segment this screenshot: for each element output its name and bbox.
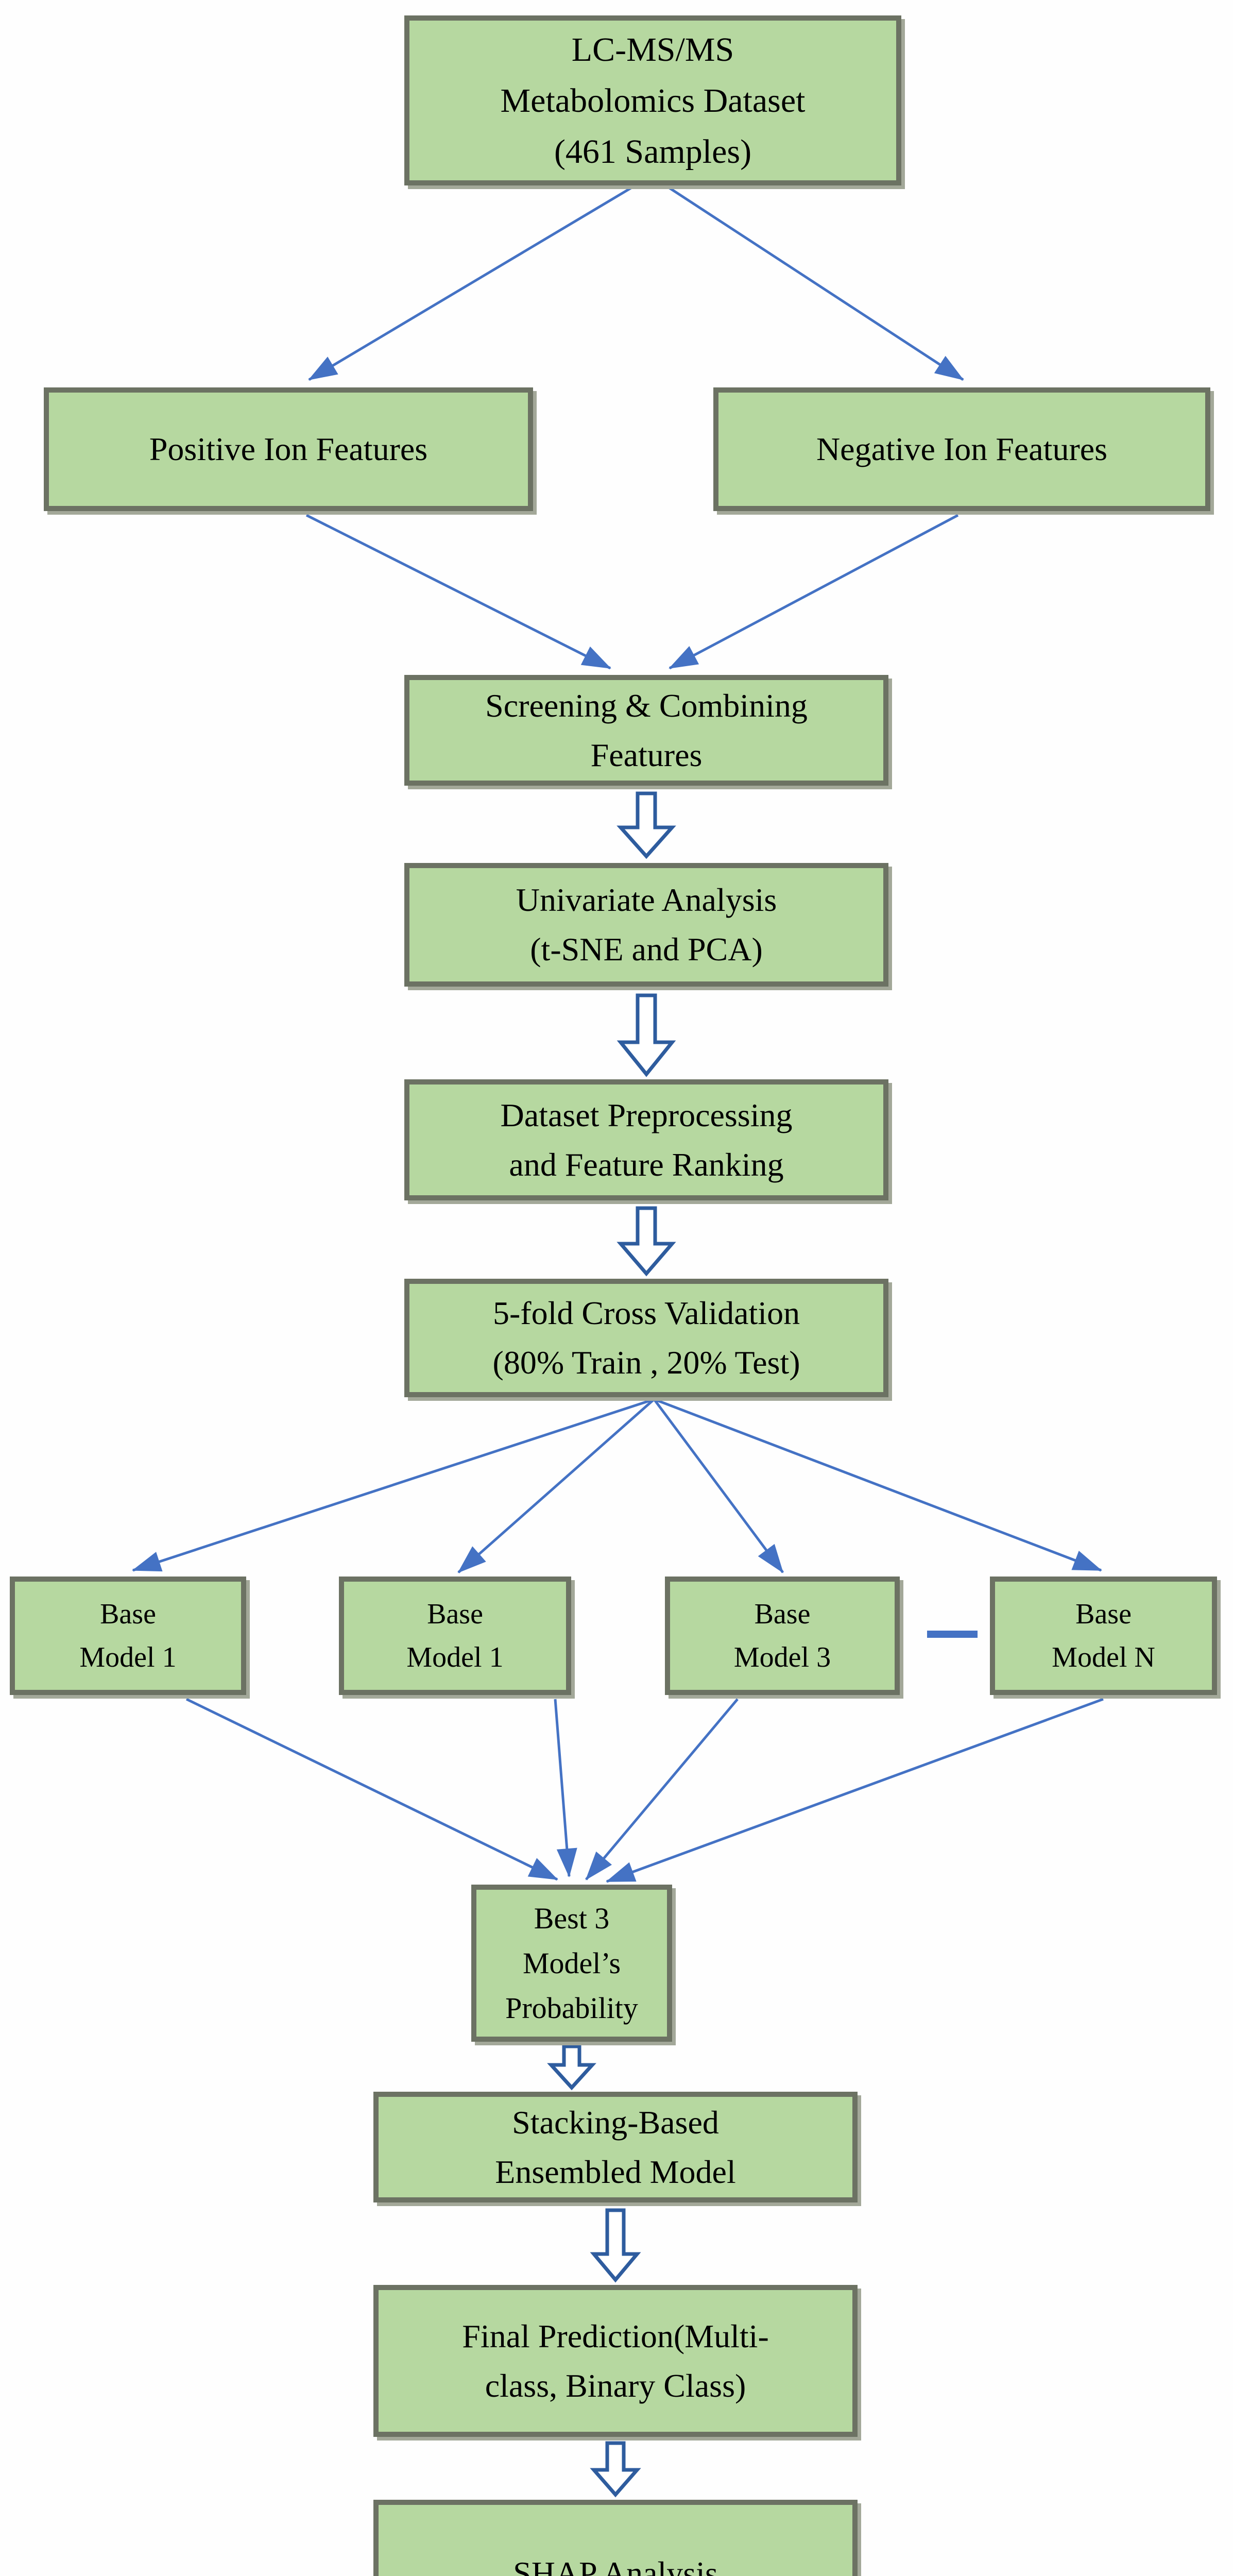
- node-negative-ion-features: Negative Ion Features: [713, 387, 1210, 511]
- edge-cv-to-basen: [654, 1398, 1102, 1572]
- node-final-prediction: Final Prediction(Multi- class, Binary Cl…: [373, 2285, 858, 2437]
- edge-base1-to-best3: [185, 1698, 558, 1881]
- edge-dataset-to-positive: [308, 187, 632, 381]
- node-best3-models-probability: Best 3 Model’s Probability: [471, 1885, 672, 2042]
- node-base-model-n: Base Model N: [990, 1577, 1217, 1695]
- edge-dataset-to-negative: [669, 187, 964, 381]
- node-base-model-2: Base Model 1: [339, 1577, 571, 1695]
- edge-cv-to-base2: [457, 1398, 655, 1573]
- edge-basen-to-best3: [606, 1698, 1104, 1883]
- node-univariate-analysis: Univariate Analysis (t-SNE and PCA): [404, 863, 888, 987]
- node-lcmsms-dataset: LC-MS/MS Metabolomics Dataset (461 Sampl…: [404, 15, 901, 185]
- block-arrow-screening-to-univariate: [616, 791, 676, 859]
- node-base-model-3: Base Model 3: [665, 1577, 900, 1695]
- node-shap-analysis: SHAP Analysis: [373, 2500, 858, 2576]
- edge-cv-to-base1: [132, 1398, 655, 1572]
- edge-base2-to-best3: [554, 1699, 577, 1877]
- node-screening-combining-features: Screening & Combining Features: [404, 675, 888, 786]
- block-arrow-preprocessing-to-cv: [616, 1206, 676, 1277]
- edge-positive-to-screening: [305, 514, 611, 670]
- block-arrow-stacking-to-final: [590, 2208, 641, 2283]
- node-base-model-1: Base Model 1: [10, 1577, 246, 1695]
- node-positive-ion-features: Positive Ion Features: [44, 387, 533, 511]
- block-arrow-best3-to-stacking: [547, 2044, 596, 2091]
- edge-negative-to-screening: [669, 514, 959, 670]
- edge-cv-to-base3: [653, 1398, 784, 1573]
- node-5fold-cross-validation: 5-fold Cross Validation (80% Train , 20%…: [404, 1279, 888, 1397]
- block-arrow-univariate-to-preprocessing: [616, 993, 676, 1077]
- node-dataset-preprocessing: Dataset Preprocessing and Feature Rankin…: [404, 1079, 888, 1200]
- node-stacking-ensembled-model: Stacking-Based Ensembled Model: [373, 2092, 858, 2202]
- block-arrow-final-to-shap: [590, 2441, 641, 2498]
- edge-base3-to-best3: [585, 1698, 739, 1880]
